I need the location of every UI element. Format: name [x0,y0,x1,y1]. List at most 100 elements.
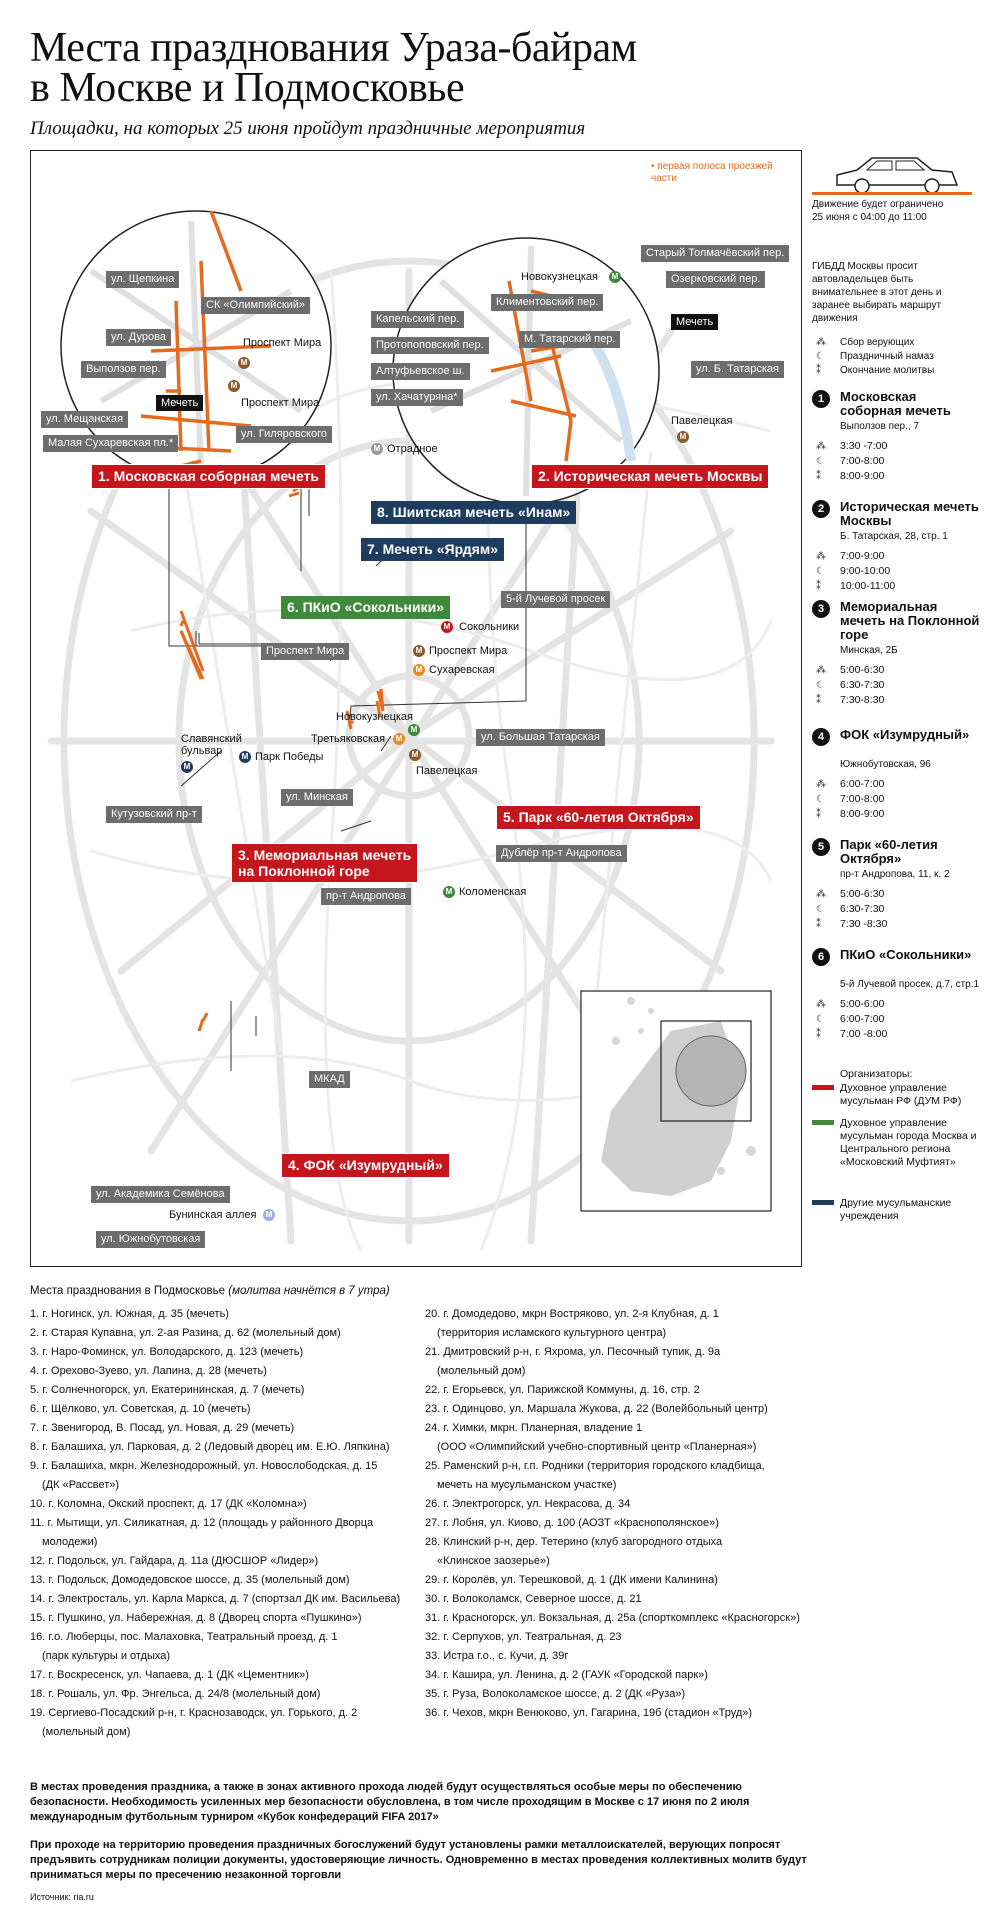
venue-name: ПКиО «Сокольники» [840,947,972,962]
venue-1-label: 1. Московская соборная мечеть [91,464,327,489]
region-list-item: 35. г. Руза, Волоколамское шоссе, д. 2 (… [425,1688,686,1700]
org-navy-swatch [812,1200,834,1205]
prayer-icon: ☾ [816,351,825,362]
region-heading: Места празднования в Подмосковье (молитв… [30,1285,390,1297]
security-note: В местах проведения праздника, а также в… [30,1781,750,1823]
gibdd-note: ГИБДД Москвы просит автовладельцев быть … [812,261,942,324]
region-list-item: 18. г. Рошаль, ул. Фр. Энгельса, д. 24/8… [30,1688,321,1700]
street-label: Кутузовский пр-т [106,806,202,823]
region-list-item: 31. г. Красногорск, ул. Вокзальная, д. 2… [425,1612,800,1624]
venue-time: 5:00-6:30 [840,888,885,900]
region-list-item: 17. г. Воскресенск, ул. Чапаева, д. 1 (Д… [30,1669,309,1681]
gather-icon: ⁂ [816,889,826,900]
venue-2-label: 2. Историческая мечеть Москвы [531,464,770,489]
venue-number: 2 [812,500,830,518]
street-label: МКАД [309,1071,350,1088]
region-list-item: 14. г. Электросталь, ул. Карла Маркса, д… [30,1593,401,1605]
region-list-item: 23. г. Одинцово, ул. Маршала Жукова, д. … [425,1403,768,1415]
gather-icon: ⁂ [816,999,826,1010]
street-label: Выползов пер. [81,361,166,378]
region-list-item: (ДК «Рассвет») [42,1479,120,1491]
metro-icon: М [181,761,193,773]
legend-prayer: Праздничный намаз [840,351,934,362]
metro-icon: М [677,431,689,443]
street-label: Дублёр пр-т Андропова [496,845,627,862]
region-list-item: 16. г.о. Люберцы, пос. Малаховка, Театра… [30,1631,338,1643]
street-label: ул. Минская [281,789,353,806]
title-line-1: Места празднования Ураза-байрам [30,25,637,71]
venue-3-line1: 3. Мемориальная мечеть [238,847,412,863]
street-label: ул. Хачатуряна* [371,389,463,406]
region-list-item: 2. г. Старая Купавна, ул. 2-ая Разина, д… [30,1327,341,1339]
venue-name: Историческая мечеть Москвы [840,499,979,528]
venue-8-label: 8. Шиитская мечеть «Инам» [371,501,577,524]
org-green-swatch [812,1120,834,1125]
end-icon: ⁑ [816,365,821,376]
venue-name: Парк «60-летия Октября» [840,837,938,866]
mosque-marker: Мечеть [156,395,204,411]
metro-label: Отрадное [387,443,438,455]
venue-4-label: 4. ФОК «Изумрудный» [281,1153,450,1178]
venue-address: Минская, 2Б [840,645,898,656]
metro-label: Сокольники [459,621,520,633]
region-list-item: мечеть на мусульманском участке) [437,1479,617,1491]
venue-time: 9:00-10:00 [840,565,891,577]
gather-icon: ⁂ [816,441,826,452]
region-list-item: 26. г. Электрогорск, ул. Некрасова, д. 3… [425,1498,631,1510]
region-list-item: 1. г. Ногинск, ул. Южная, д. 35 (мечеть) [30,1308,229,1320]
street-label: Старый Толмачёвский пер. [641,245,790,262]
venue-time: 6:30-7:30 [840,903,885,915]
metro-label: Проспект Мира [429,645,508,657]
region-list-item: 27. г. Лобня, ул. Киово, д. 100 (АОЗТ «К… [425,1517,719,1529]
region-list-item: 30. г. Волоколамск, Северное шоссе, д. 2… [425,1593,642,1605]
street-network [47,210,775,1252]
venue-time: 7:00-8:00 [840,793,885,805]
street-label: Алтуфьевское ш. [371,363,470,380]
gather-icon: ⁂ [816,779,826,790]
lane-note: • первая полоса проезжей части [651,161,773,184]
venue-time: 7:30 -8:30 [840,918,888,930]
venue-address: Б. Татарская, 28, стр. 1 [840,531,948,542]
region-list-item: 33. Истра г.о., с. Кучи, д. 39г [425,1650,569,1662]
street-label: Малая Сухаревская пл.* [43,435,179,452]
venue-5-label: 5. Парк «60-летия Октября» [496,805,701,830]
metal-detector-note: При проходе на территорию проведения пра… [30,1839,807,1881]
region-list-item: 34. г. Кашира, ул. Ленина, д. 2 (ГАУК «Г… [425,1669,708,1681]
region-list-item: 22. г. Егорьевск, ул. Парижской Коммуны,… [425,1384,700,1396]
metro-icon: М [413,664,425,676]
region-list-item: (молельный дом) [437,1365,526,1377]
region-list-item: 9. г. Балашиха, мкрн. Железнодорожный, у… [30,1460,378,1472]
end-icon: ⁑ [816,695,821,706]
region-list-item: 12. г. Подольск, ул. Гайдара, д. 11а (ДЮ… [30,1555,319,1567]
venue-address: Южнобутовская, 96 [840,759,931,770]
end-icon: ⁑ [816,581,821,592]
org-red-swatch [812,1085,834,1090]
street-label: 5-й Лучевой просек [501,591,611,608]
metro-icon: М [441,621,453,633]
gather-icon: ⁂ [816,665,826,676]
gather-icon: ⁂ [816,337,826,348]
venue-time: 6:30-7:30 [840,679,885,691]
prayer-icon: ☾ [816,794,825,805]
region-list-item: 19. Сергиево-Посадский р-н, г. Краснозав… [30,1707,358,1719]
metro-icon: М [239,751,251,763]
region-list-item: 28. Клинский р-н, дер. Тетерино (клуб за… [425,1536,723,1548]
title-line-2: в Москве и Подмосковье [30,65,465,111]
venue-time: 5:00-6:30 [840,664,885,676]
venue-number: 5 [812,838,830,856]
venue-time: 6:00-7:00 [840,778,885,790]
venue-name: Мемориальная мечеть на Поклонной горе [840,599,980,642]
org-title: Организаторы: [840,1068,913,1080]
region-list-item: 29. г. Королёв, ул. Терешковой, д. 1 (ДК… [425,1574,718,1586]
street-label: ул. Гиляровского [236,426,333,443]
metro-icon: М [408,724,420,736]
region-heading-text: Места празднования в Подмосковье [30,1285,226,1297]
venue-7-label: 7. Мечеть «Ярдям» [361,538,504,561]
region-list-item: (парк культуры и отдыха) [42,1650,171,1662]
metro-label: Бунинская аллея [169,1209,257,1221]
venue-time: 8:00-9:00 [840,808,885,820]
street-text: Проспект Мира [243,337,322,349]
street-label: ул. Дурова [106,329,171,346]
metro-icon: М [409,749,421,761]
region-list-item: 20. г. Домодедово, мкрн Востряково, ул. … [425,1308,719,1320]
